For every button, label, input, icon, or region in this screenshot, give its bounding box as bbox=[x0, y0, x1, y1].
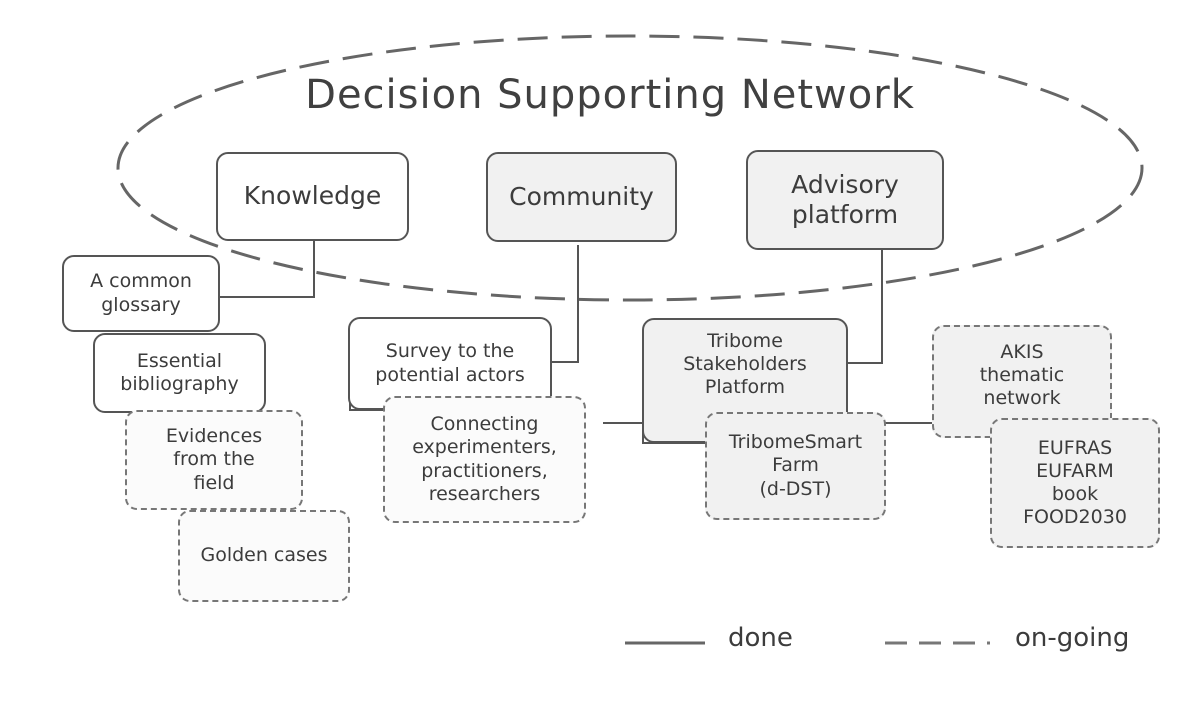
item-golden-cases: Golden cases bbox=[178, 510, 350, 602]
legend-done-label: done bbox=[728, 623, 793, 653]
item-connecting-actors: Connecting experimenters, practitioners,… bbox=[383, 396, 586, 523]
item-eufras-eufarm-food2030: EUFRAS EUFARM book FOOD2030 bbox=[990, 418, 1160, 548]
connector-community bbox=[551, 245, 579, 363]
network-ellipse bbox=[116, 34, 1144, 302]
connector-knowledge bbox=[220, 240, 315, 298]
item-essential-bibliography: Essential bibliography bbox=[93, 333, 266, 413]
item-evidences-from-field: Evidences from the field bbox=[125, 410, 303, 510]
item-common-glossary: A common glossary bbox=[62, 255, 220, 332]
item-akis-thematic-network: AKIS thematic network bbox=[932, 325, 1112, 438]
item-tribomesmart-farm: TribomeSmart Farm (d-DST) bbox=[705, 412, 886, 520]
pillar-advisory-platform: Advisory platform bbox=[746, 150, 944, 250]
pillar-community: Community bbox=[486, 152, 677, 242]
pillar-knowledge: Knowledge bbox=[216, 152, 409, 241]
connector-advisory bbox=[848, 250, 883, 364]
legend-ongoing-label: on-going bbox=[1015, 623, 1130, 653]
diagram-title: Decision Supporting Network bbox=[305, 72, 915, 118]
item-survey-potential-actors: Survey to the potential actors bbox=[348, 317, 552, 410]
